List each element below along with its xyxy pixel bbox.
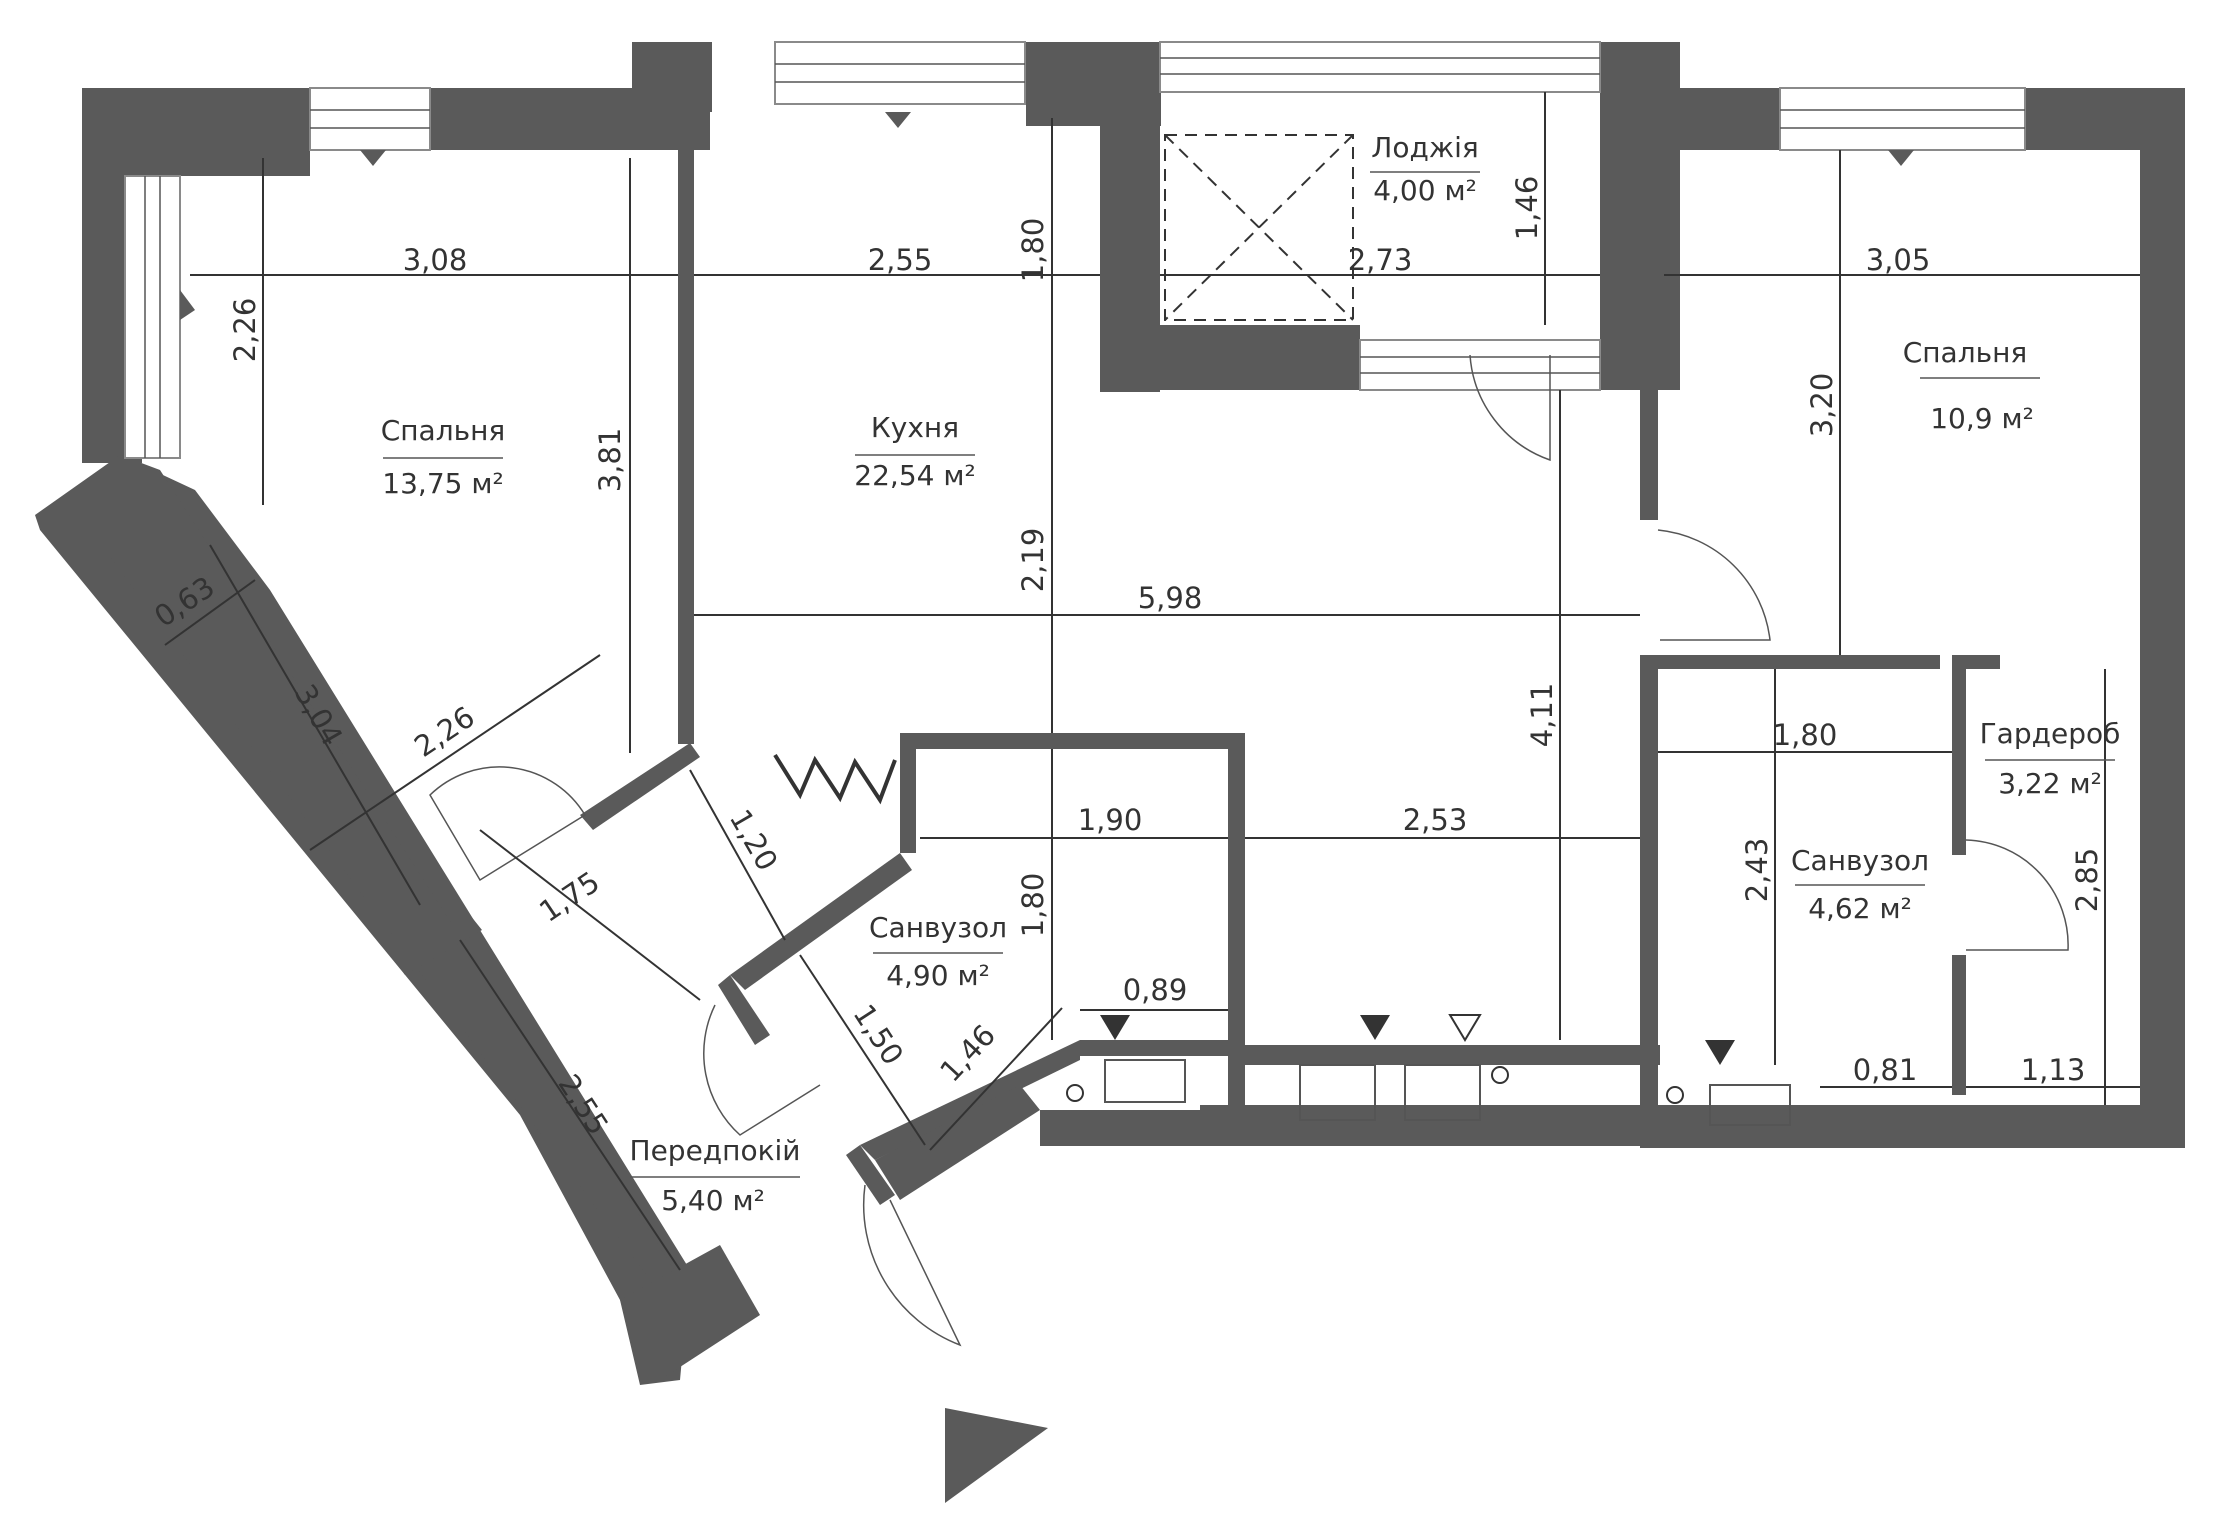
dim-label: 2,26 bbox=[228, 298, 262, 363]
riser-marker-outline-icon bbox=[1448, 1014, 1482, 1042]
entrance-arrow-icon bbox=[945, 1408, 1048, 1503]
room-name: Спальня bbox=[381, 414, 506, 447]
room-area: 3,22 м² bbox=[1998, 767, 2102, 800]
dim-label: 2,43 bbox=[1740, 838, 1774, 903]
room-bedroom-left: Спальня 13,75 м² bbox=[381, 414, 506, 500]
room-name: Санвузол bbox=[1791, 844, 1929, 877]
windows bbox=[124, 41, 2026, 459]
room-name: Лоджія bbox=[1371, 131, 1478, 164]
dim-label: 1,46 bbox=[933, 1018, 1002, 1088]
kitchen-zigzag-mark bbox=[773, 753, 897, 805]
dim-label: 2,26 bbox=[408, 700, 481, 764]
dim-label: 0,81 bbox=[1853, 1053, 1918, 1087]
riser-marker-icon bbox=[1100, 1015, 1130, 1040]
dim-label: 1,80 bbox=[1016, 218, 1050, 283]
room-labels: Спальня 13,75 м² Кухня 22,54 м² Лоджія 4… bbox=[381, 131, 2121, 1217]
room-area: 22,54 м² bbox=[854, 459, 975, 492]
room-bedroom-right: Спальня 10,9 м² bbox=[1903, 336, 2040, 435]
dim-label: 2,73 bbox=[1348, 243, 1413, 277]
dim-label: 2,55 bbox=[868, 243, 933, 277]
dim-label: 1,20 bbox=[723, 804, 785, 877]
riser-marker-icon bbox=[1705, 1040, 1735, 1065]
dim-label: 2,85 bbox=[2070, 848, 2104, 913]
room-name: Санвузол bbox=[869, 911, 1007, 944]
column-marker-icon bbox=[360, 150, 386, 166]
dim-label: 5,98 bbox=[1138, 581, 1203, 615]
room-name: Передпокій bbox=[630, 1134, 801, 1167]
dim-label: 2,53 bbox=[1403, 803, 1468, 837]
dim-label: 1,46 bbox=[1510, 176, 1544, 241]
room-hallway: Передпокій 5,40 м² bbox=[630, 1134, 801, 1217]
room-area: 4,62 м² bbox=[1808, 892, 1912, 925]
room-name: Спальня bbox=[1903, 336, 2028, 369]
column-marker-icon bbox=[885, 112, 911, 128]
dim-label: 3,08 bbox=[403, 243, 468, 277]
dim-label: 1,80 bbox=[1773, 718, 1838, 752]
dim-label: 1,90 bbox=[1078, 803, 1143, 837]
room-loggia: Лоджія 4,00 м² bbox=[1370, 131, 1480, 207]
room-bathroom-center: Санвузол 4,90 м² bbox=[869, 911, 1007, 992]
column-marker-icon bbox=[180, 290, 195, 320]
room-area: 4,00 м² bbox=[1373, 174, 1477, 207]
dim-label: 2,19 bbox=[1016, 528, 1050, 593]
loggia-panel bbox=[1164, 134, 1354, 321]
dimension-lines bbox=[164, 92, 2140, 1271]
room-area: 10,9 м² bbox=[1930, 402, 2034, 435]
room-kitchen: Кухня 22,54 м² bbox=[854, 411, 975, 492]
room-area: 13,75 м² bbox=[382, 467, 503, 500]
walls bbox=[35, 42, 2185, 1385]
markers bbox=[180, 112, 1914, 1503]
room-wardrobe: Гардероб 3,22 м² bbox=[1980, 717, 2121, 800]
column-marker-icon bbox=[1888, 150, 1914, 166]
dim-label: 1,50 bbox=[847, 998, 911, 1071]
room-bathroom-right: Санвузол 4,62 м² bbox=[1791, 844, 1929, 925]
room-name: Гардероб bbox=[1980, 717, 2121, 750]
room-area: 4,90 м² bbox=[886, 959, 990, 992]
dim-label: 1,80 bbox=[1016, 873, 1050, 938]
dim-label: 3,05 bbox=[1866, 243, 1931, 277]
riser-marker-icon bbox=[1360, 1015, 1390, 1040]
dim-label: 0,89 bbox=[1123, 973, 1188, 1007]
dim-label: 3,20 bbox=[1805, 373, 1839, 438]
dim-label: 1,13 bbox=[2021, 1053, 2086, 1087]
doors bbox=[429, 354, 2069, 1347]
room-name: Кухня bbox=[871, 411, 959, 444]
dim-label: 4,11 bbox=[1525, 683, 1559, 748]
room-area: 5,40 м² bbox=[661, 1184, 765, 1217]
dim-label: 3,81 bbox=[593, 428, 627, 493]
